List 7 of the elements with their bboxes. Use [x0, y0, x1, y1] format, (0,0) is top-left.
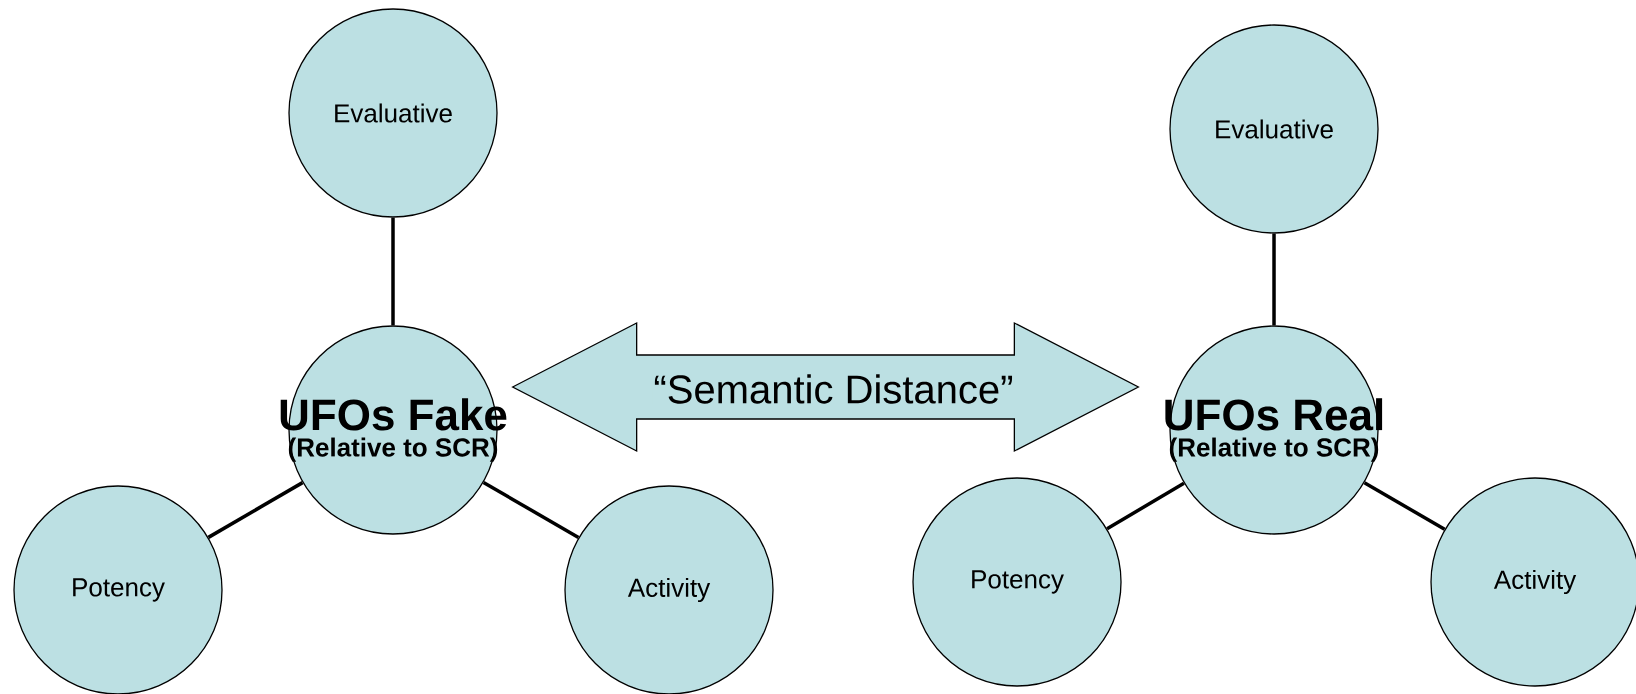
connector-line [1106, 481, 1185, 531]
connector-line [482, 480, 580, 540]
connector-line [1272, 233, 1276, 326]
connector-line [391, 217, 395, 326]
connector-line [1363, 481, 1446, 531]
edge-label: “Semantic Distance” [652, 373, 1015, 405]
connector-line [207, 481, 304, 539]
